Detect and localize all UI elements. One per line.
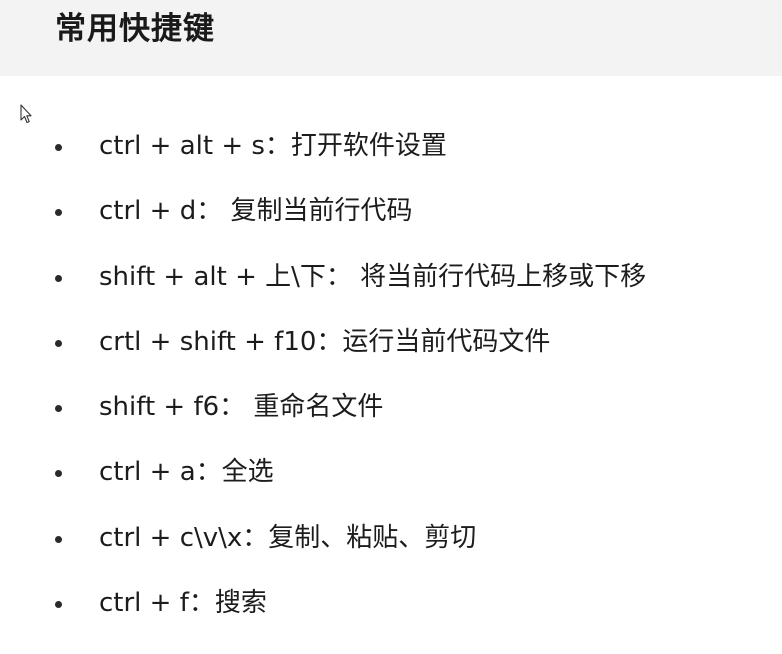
shortcut-text: ctrl + f：搜索 — [99, 588, 267, 619]
bullet-point — [55, 470, 62, 478]
bullet-point — [55, 209, 62, 217]
shortcut-text: ctrl + alt + s：打开软件设置 — [99, 131, 447, 161]
bullet-point — [55, 274, 62, 282]
shortcut-text: ctrl + c\v\x：复制、粘贴、剪切 — [99, 522, 477, 553]
bullet-point — [55, 601, 62, 609]
shortcut-text: shift + f6： 重命名文件 — [99, 392, 384, 423]
shortcut-text: crtl + shift + f10：运行当前代码文件 — [99, 326, 551, 357]
bullet-point — [55, 535, 62, 543]
shortcut-text: ctrl + d： 复制当前行代码 — [99, 196, 413, 227]
shortcut-text: shift + alt + 上\下： 将当前行代码上移或下移 — [99, 261, 647, 292]
shortcut-text: ctrl + a：全选 — [99, 457, 274, 488]
bullet-point — [55, 339, 62, 347]
bullet-point — [55, 405, 62, 413]
page-title: 常用快捷键 — [55, 11, 215, 47]
header-band — [0, 0, 782, 76]
bullet-point — [55, 144, 62, 151]
mouse-pointer-icon — [20, 104, 32, 124]
